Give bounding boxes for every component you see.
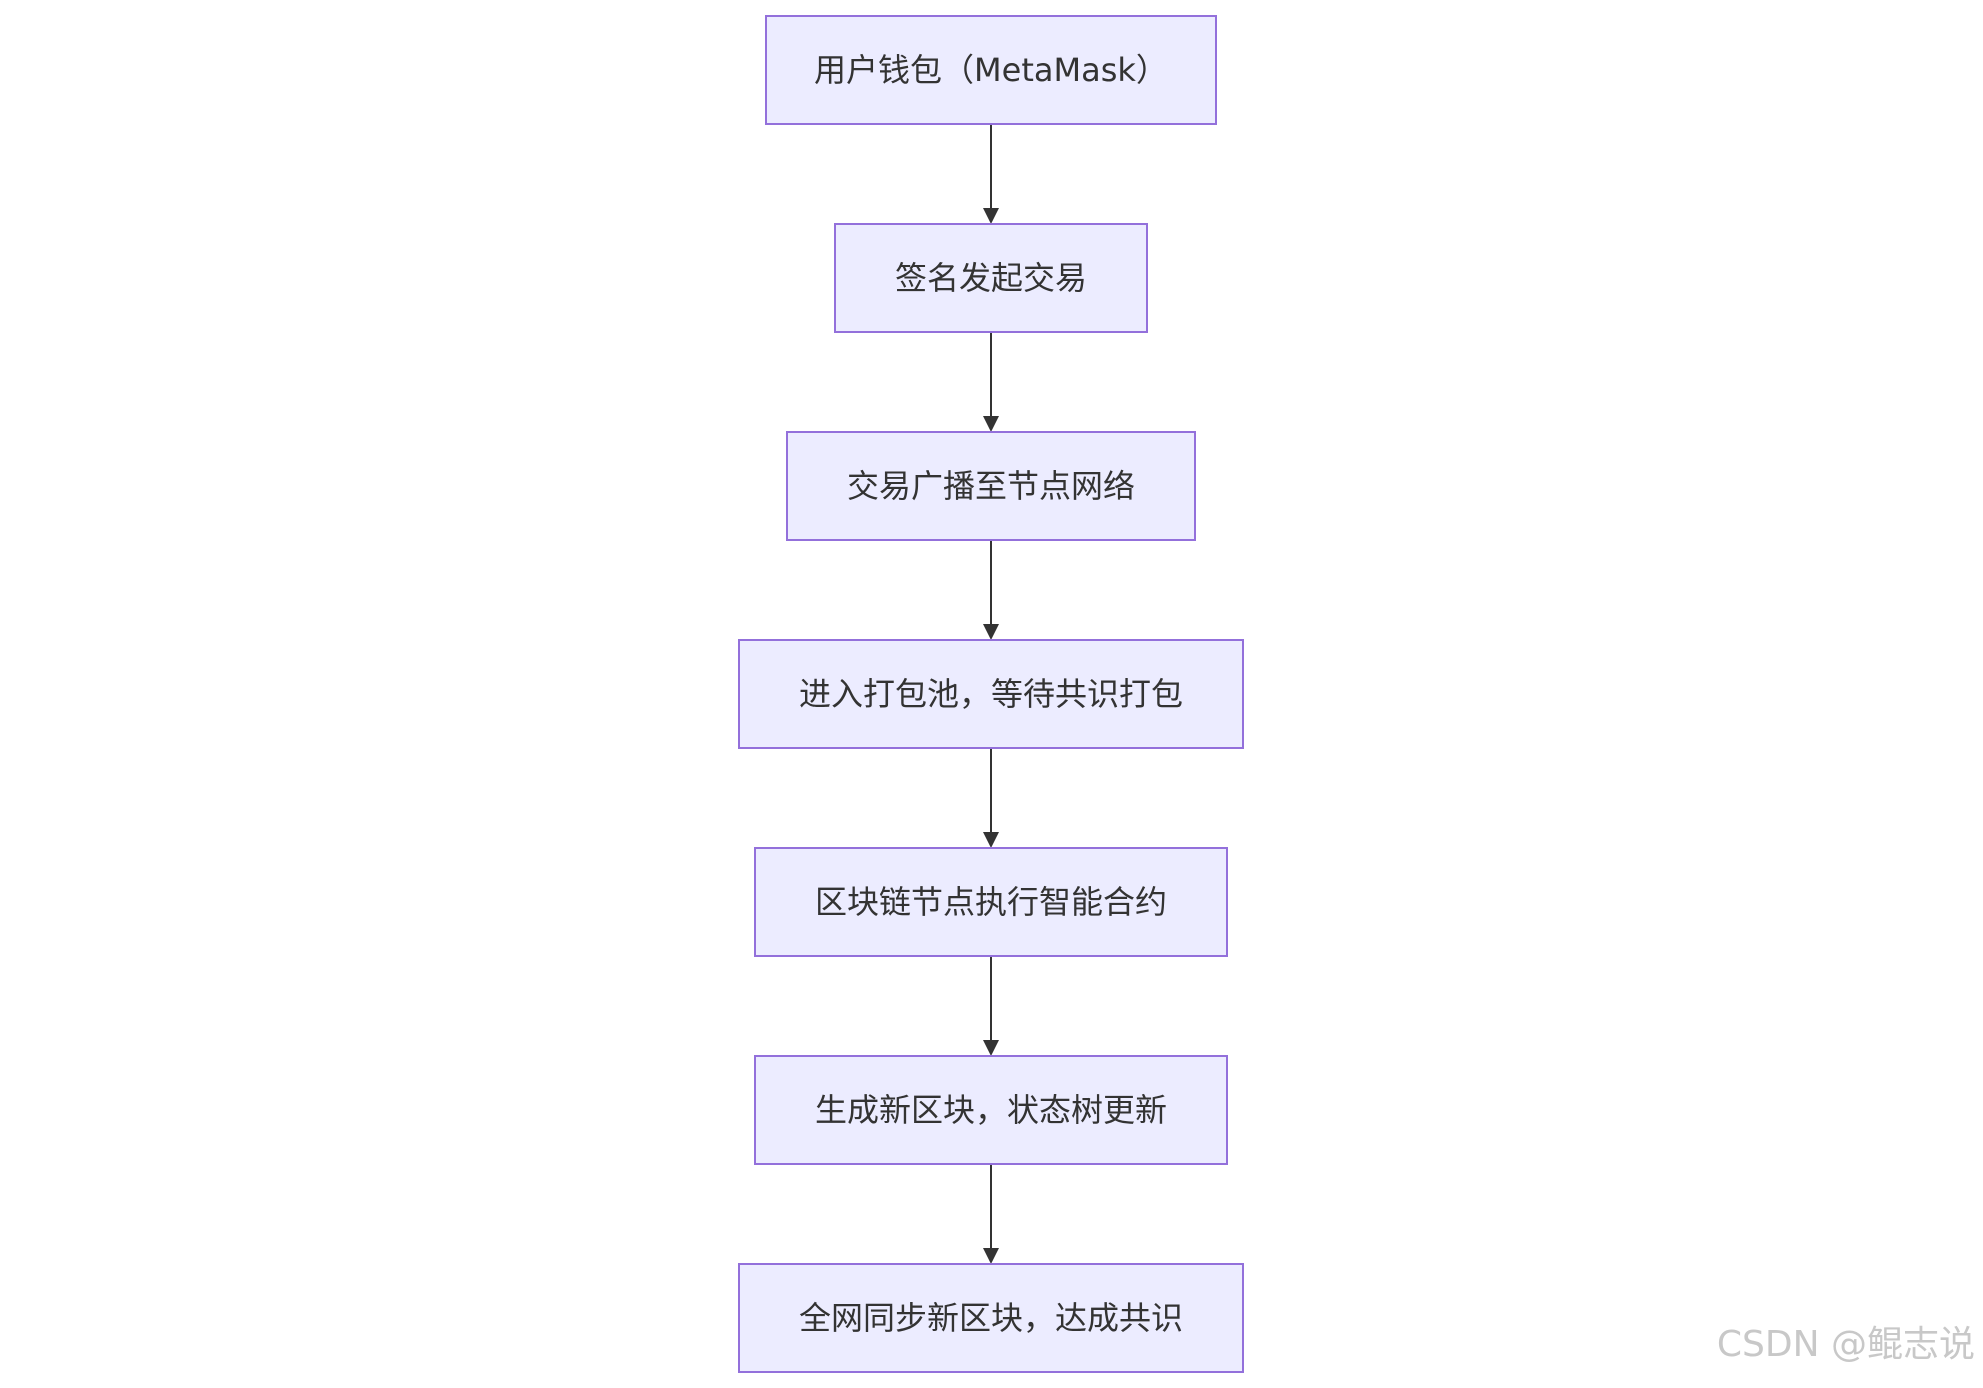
arrow-head-icon bbox=[983, 624, 999, 640]
node-label: 区块链节点执行智能合约 bbox=[815, 883, 1167, 921]
node-label: 进入打包池，等待共识打包 bbox=[799, 675, 1183, 713]
node-label: 生成新区块，状态树更新 bbox=[815, 1091, 1167, 1129]
arrow-head-icon bbox=[983, 1040, 999, 1056]
edge-broadcast-to-mempool bbox=[983, 540, 999, 640]
edge-mempool-to-execute bbox=[983, 748, 999, 848]
watermark-text: CSDN @鲲志说 bbox=[1717, 1324, 1975, 1365]
node-broadcast-transaction: 交易广播至节点网络 bbox=[786, 431, 1196, 541]
arrow-head-icon bbox=[983, 416, 999, 432]
arrow-head-icon bbox=[983, 832, 999, 848]
flowchart-nodes: 用户钱包（MetaMask） 签名发起交易 交易广播至节点网络 进入打包池，等待… bbox=[738, 15, 1244, 1373]
node-label: 用户钱包（MetaMask） bbox=[814, 51, 1168, 89]
node-label: 全网同步新区块，达成共识 bbox=[799, 1299, 1183, 1337]
node-execute-contract: 区块链节点执行智能合约 bbox=[754, 847, 1228, 957]
node-new-block: 生成新区块，状态树更新 bbox=[754, 1055, 1228, 1165]
edge-execute-to-newblock bbox=[983, 956, 999, 1056]
node-network-sync: 全网同步新区块，达成共识 bbox=[738, 1263, 1244, 1373]
edge-sign-to-broadcast bbox=[983, 332, 999, 432]
node-user-wallet: 用户钱包（MetaMask） bbox=[765, 15, 1217, 125]
node-label: 交易广播至节点网络 bbox=[847, 467, 1135, 505]
node-label: 签名发起交易 bbox=[895, 259, 1087, 297]
edge-newblock-to-sync bbox=[983, 1164, 999, 1264]
node-sign-transaction: 签名发起交易 bbox=[834, 223, 1148, 333]
arrow-head-icon bbox=[983, 208, 999, 224]
flowchart-edges bbox=[983, 124, 999, 1264]
arrow-head-icon bbox=[983, 1248, 999, 1264]
edge-wallet-to-sign bbox=[983, 124, 999, 224]
node-mempool: 进入打包池，等待共识打包 bbox=[738, 639, 1244, 749]
